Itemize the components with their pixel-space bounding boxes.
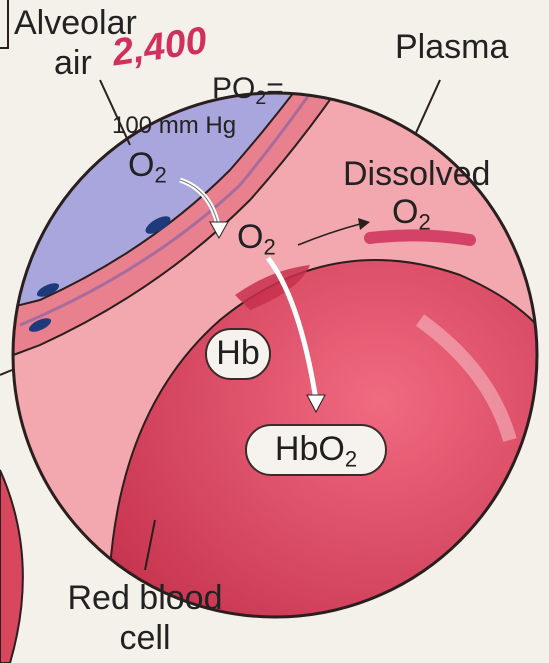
label-o2-left: O2 xyxy=(128,146,167,189)
label-po2-value: 100 mm Hg xyxy=(112,112,236,140)
endothelial-nucleus xyxy=(311,74,332,95)
adjacent-cell-edge xyxy=(0,470,23,663)
label-dissolved: Dissolved xyxy=(343,155,490,194)
label-air: air xyxy=(54,44,92,83)
label-po2: PO2= xyxy=(212,72,284,110)
label-dissolved-o2: O2 xyxy=(392,193,431,236)
label-plasma: Plasma xyxy=(395,28,508,67)
hb-label: Hb xyxy=(205,328,271,380)
hbo2-label: HbO2 xyxy=(245,424,387,476)
label-red-blood-cell: Red blood cell xyxy=(40,578,250,658)
handwritten-smudge xyxy=(370,235,470,240)
label-o2-center: O2 xyxy=(237,218,276,261)
leader-line-plasma xyxy=(415,80,440,135)
